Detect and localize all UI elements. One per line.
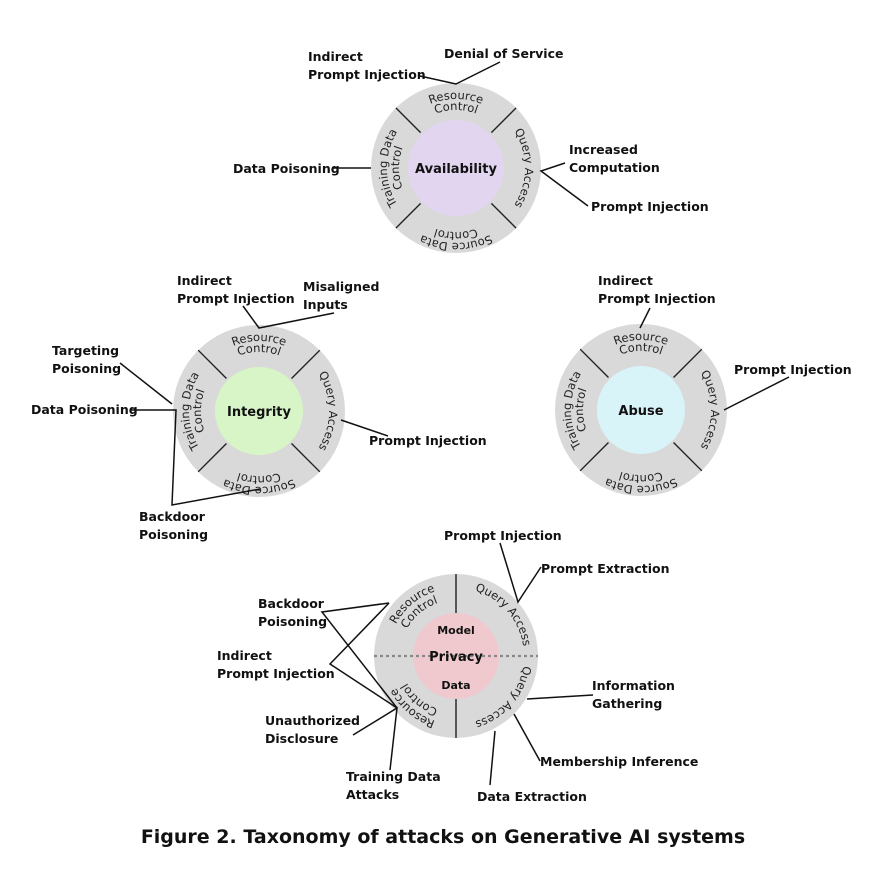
attack-denial-of-service: Denial of Service bbox=[444, 46, 563, 61]
segment-divider bbox=[197, 443, 227, 473]
connector-line bbox=[723, 376, 790, 411]
connector-line bbox=[639, 307, 651, 329]
attack-prompt-injection: Prompt Injection bbox=[591, 199, 709, 214]
integrity-inner-circle bbox=[215, 367, 303, 455]
privacy-title: Privacy bbox=[429, 650, 483, 665]
segment-divider bbox=[395, 107, 422, 134]
segment-divider bbox=[291, 443, 321, 473]
connector-line bbox=[489, 730, 496, 786]
ring-label-source-data-control: Source Data bbox=[602, 475, 679, 497]
segment-divider bbox=[673, 442, 703, 472]
attack-membership-inference: Membership Inference bbox=[540, 754, 698, 769]
attack-prompt-injection: Prompt Injection bbox=[734, 362, 852, 377]
integrity-title: Integrity bbox=[227, 405, 292, 420]
connector-line bbox=[526, 694, 594, 700]
connector-line bbox=[539, 162, 589, 207]
connector-line bbox=[513, 713, 541, 762]
segment-divider bbox=[579, 442, 609, 472]
segment-divider bbox=[490, 202, 517, 229]
connector-line bbox=[328, 602, 398, 709]
attack-prompt-injection: Prompt Injection bbox=[444, 528, 562, 543]
abuse-inner-circle bbox=[597, 366, 685, 454]
abuse-title: Abuse bbox=[618, 404, 663, 419]
privacy-inner-circle bbox=[413, 613, 499, 699]
segment-divider bbox=[197, 349, 227, 379]
attack-data-poisoning: Data Poisoning bbox=[233, 161, 340, 176]
privacy-model-label: Model bbox=[437, 624, 475, 637]
segment-divider bbox=[291, 349, 321, 379]
segment-divider bbox=[395, 202, 422, 229]
connector-line bbox=[340, 419, 389, 437]
privacy-data-label: Data bbox=[441, 679, 470, 692]
segment-divider bbox=[579, 348, 609, 378]
figure-caption: Figure 2. Taxonomy of attacks on Generat… bbox=[140, 826, 746, 848]
segment-divider bbox=[490, 107, 517, 134]
connector-line bbox=[320, 602, 398, 709]
attack-data-poisoning: Data Poisoning bbox=[31, 402, 138, 417]
connector-line bbox=[419, 61, 501, 85]
attack-data-extraction: Data Extraction bbox=[477, 789, 587, 804]
availability-inner-circle bbox=[408, 120, 504, 216]
connector-line bbox=[119, 362, 173, 405]
connector-line bbox=[130, 409, 261, 506]
availability-title: Availability bbox=[415, 162, 497, 177]
connector-line bbox=[499, 542, 542, 604]
attack-prompt-injection: Prompt Injection bbox=[369, 433, 487, 448]
segment-divider bbox=[673, 348, 703, 378]
attack-prompt-extraction: Prompt Extraction bbox=[541, 561, 670, 576]
connector-line bbox=[242, 305, 335, 329]
connector-line bbox=[352, 706, 398, 771]
ring-label-source-data-control: Source Data bbox=[417, 232, 494, 254]
